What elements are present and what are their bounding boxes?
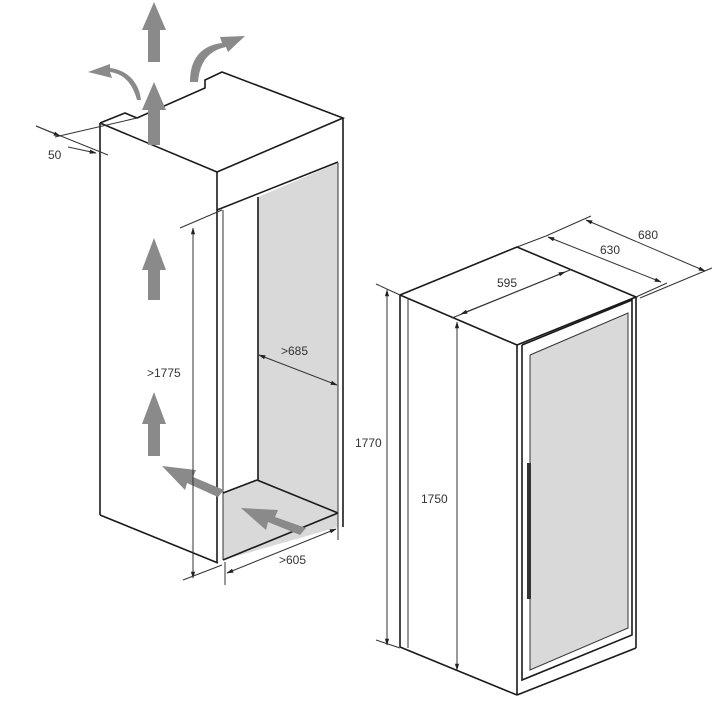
dim-niche-height: >1775: [147, 366, 181, 380]
dim-depth: 630: [600, 243, 620, 257]
dim-depth-with-door: 680: [638, 228, 658, 242]
appliance-dimensions: 1770 1750 595 630 680: [355, 215, 713, 671]
arrow-up-icon: [142, 2, 166, 62]
dim-top-gap: 50: [48, 148, 62, 162]
door-handle: [527, 463, 531, 599]
dim-niche-depth: >685: [281, 344, 308, 358]
arrow-curve-right-icon: [190, 36, 245, 82]
door-frame: [521, 298, 633, 682]
arrow-up-icon: [142, 392, 166, 456]
niche-top-outline: [99, 71, 346, 173]
arrow-up-icon: [142, 82, 166, 145]
niche-back-wall: [258, 163, 338, 512]
arrow-curve-left-icon: [88, 64, 141, 100]
door-glass: [530, 313, 628, 670]
arrow-diagonal-icon: [241, 508, 306, 535]
appliance: [399, 246, 639, 696]
dim-width: 595: [497, 276, 517, 290]
arrow-up-icon: [142, 238, 166, 300]
dim-body-height: 1750: [421, 492, 448, 506]
dim-niche-width: >605: [279, 553, 306, 567]
dim-total-height: 1770: [355, 436, 382, 450]
niche-dimensions: 50 >1775 >685 >605: [35, 117, 339, 585]
